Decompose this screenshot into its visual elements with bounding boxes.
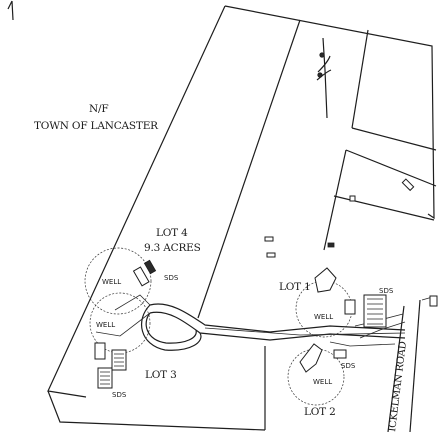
lot-3-label: LOT 3: [145, 369, 177, 381]
stream-symbol: [316, 37, 332, 119]
corner-mark: [7, 0, 14, 21]
lot-4-label: LOT 4: [156, 227, 188, 239]
road-label: ICKELMAN ROAD: [387, 341, 409, 432]
lot-2-label: LOT 2: [304, 406, 336, 418]
abutter-name: TOWN OF LANCASTER: [34, 120, 159, 132]
well-circles: [84, 247, 353, 406]
driveways: [95, 294, 406, 351]
abutter-nf: N/F: [89, 103, 108, 115]
well-label-lot3: WELL: [96, 321, 115, 329]
sds-label-lot4: SDS: [164, 274, 179, 282]
property-lines: [47, 5, 437, 432]
lot-4-area: 9.3 ACRES: [144, 242, 201, 254]
well-label-lot4: WELL: [102, 278, 121, 286]
buildings: [94, 178, 438, 389]
sds-label-lot1: SDS: [379, 287, 394, 295]
sds-label-lot2: SDS: [341, 362, 356, 370]
well-label-lot2: WELL: [313, 378, 332, 386]
lot-1-label: LOT 1: [279, 281, 311, 293]
sds-label-lot3: SDS: [112, 391, 127, 399]
well-label-lot1: WELL: [314, 313, 333, 321]
abutter-label: N/F TOWN OF LANCASTER: [34, 103, 159, 132]
